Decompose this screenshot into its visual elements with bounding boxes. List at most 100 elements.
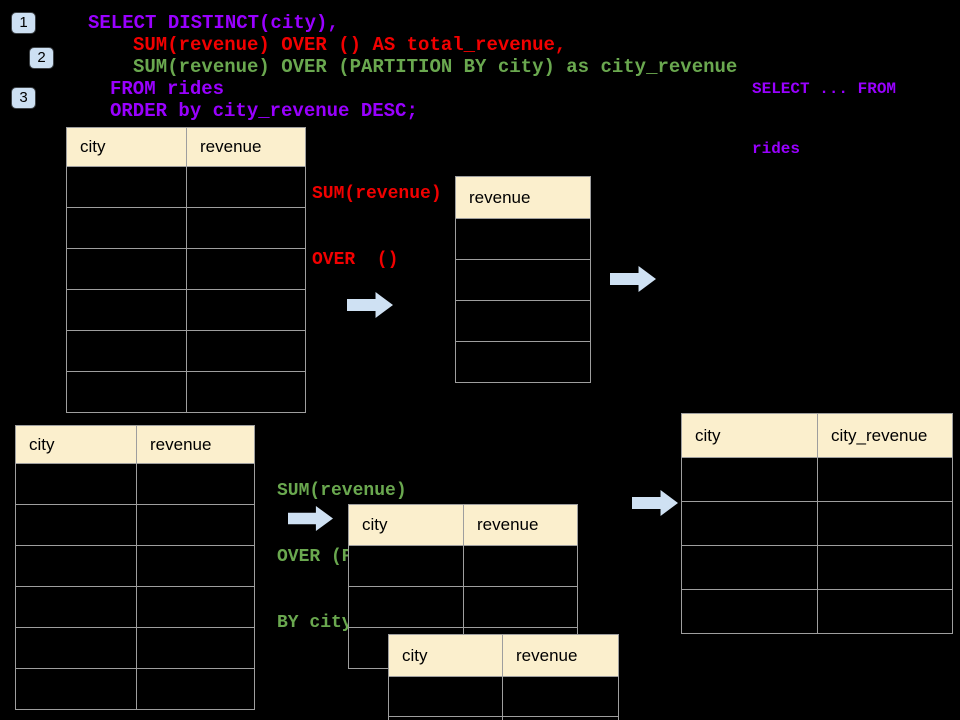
- table-header-row: city revenue: [348, 504, 578, 546]
- table-cell-empty: [186, 289, 306, 331]
- table-rides-source-total: city revenue: [66, 127, 306, 413]
- column-header-city: city: [348, 504, 464, 546]
- table-row: [15, 463, 255, 505]
- sql-line-order-by: ORDER by city_revenue DESC;: [110, 100, 418, 122]
- table-cell-empty: [681, 589, 818, 634]
- table-row: [15, 586, 255, 628]
- table-cell-empty: [15, 668, 137, 710]
- annotation-total-line-1: SUM(revenue): [312, 184, 442, 204]
- table-row: [455, 218, 591, 260]
- column-header-city-revenue: city_revenue: [817, 413, 953, 458]
- table-cell-empty: [455, 300, 591, 342]
- sql-line-select: SELECT DISTINCT(city),: [88, 12, 339, 34]
- table-row: [388, 716, 619, 720]
- table-cell-empty: [136, 504, 255, 546]
- column-header-revenue: revenue: [186, 127, 306, 167]
- table-row: [66, 371, 306, 413]
- table-row: [348, 545, 578, 587]
- side-note-line-2: rides: [752, 140, 801, 158]
- sql-line-from: FROM rides: [110, 78, 225, 100]
- table-cell-empty: [186, 248, 306, 290]
- table-cell-empty: [502, 716, 619, 720]
- step-badge-1: 1: [11, 12, 36, 34]
- table-row: [455, 341, 591, 383]
- table-cell-empty: [388, 716, 503, 720]
- table-cell-empty: [136, 463, 255, 505]
- table-cell-empty: [681, 457, 818, 502]
- table-cell-empty: [15, 586, 137, 628]
- column-header-city: city: [66, 127, 187, 167]
- column-header-city: city: [681, 413, 818, 458]
- table-cell-empty: [186, 371, 306, 413]
- table-row: [66, 166, 306, 208]
- table-cell-empty: [388, 676, 503, 717]
- table-cell-empty: [681, 501, 818, 546]
- table-row: [66, 289, 306, 331]
- table-cell-empty: [15, 504, 137, 546]
- table-row: [681, 589, 953, 634]
- table-header-row: city revenue: [388, 634, 619, 677]
- table-cell-empty: [15, 463, 137, 505]
- table-cell-empty: [455, 218, 591, 260]
- table-total-revenue-result: revenue: [455, 176, 591, 383]
- table-cell-empty: [817, 545, 953, 590]
- side-note-select-from-rides: SELECT ... FROM rides: [752, 39, 896, 199]
- annotation-partition-line-1: SUM(revenue): [277, 481, 407, 501]
- table-cell-empty: [463, 545, 578, 587]
- table-row: [66, 248, 306, 290]
- column-header-revenue: revenue: [455, 176, 591, 219]
- table-cell-empty: [136, 586, 255, 628]
- table-cell-empty: [186, 166, 306, 208]
- table-city-revenue-result: city city_revenue: [681, 413, 953, 634]
- table-row: [66, 207, 306, 249]
- table-row: [681, 457, 953, 502]
- table-cell-empty: [136, 668, 255, 710]
- table-cell-empty: [348, 545, 464, 587]
- table-row: [15, 668, 255, 710]
- table-cell-empty: [15, 545, 137, 587]
- annotation-total-line-2: OVER (): [312, 250, 399, 270]
- column-header-revenue: revenue: [502, 634, 619, 677]
- table-cell-empty: [681, 545, 818, 590]
- table-row: [66, 330, 306, 372]
- table-cell-empty: [817, 457, 953, 502]
- table-cell-empty: [455, 341, 591, 383]
- table-partition-group-overlay: city revenue: [388, 634, 619, 720]
- sql-line-sum-over-partition: SUM(revenue) OVER (PARTITION BY city) as…: [133, 56, 738, 78]
- table-cell-empty: [455, 259, 591, 301]
- table-cell-empty: [66, 248, 187, 290]
- table-cell-empty: [463, 586, 578, 628]
- table-cell-empty: [66, 330, 187, 372]
- table-cell-empty: [817, 501, 953, 546]
- table-cell-empty: [136, 627, 255, 669]
- arrow-right-icon: [632, 490, 678, 516]
- table-row: [15, 504, 255, 546]
- table-cell-empty: [15, 627, 137, 669]
- table-cell-empty: [66, 371, 187, 413]
- column-header-revenue: revenue: [463, 504, 578, 546]
- table-row: [388, 676, 619, 717]
- table-header-row: city revenue: [66, 127, 306, 167]
- table-cell-empty: [502, 676, 619, 717]
- annotation-total-revenue: SUM(revenue) OVER (): [312, 139, 442, 315]
- column-header-revenue: revenue: [136, 425, 255, 464]
- table-cell-empty: [348, 586, 464, 628]
- table-row: [681, 501, 953, 546]
- side-note-line-1: SELECT ... FROM: [752, 80, 897, 98]
- table-cell-empty: [66, 207, 187, 249]
- table-cell-empty: [186, 207, 306, 249]
- table-row: [348, 586, 578, 628]
- table-cell-empty: [817, 589, 953, 634]
- table-row: [681, 545, 953, 590]
- table-row: [15, 627, 255, 669]
- table-rides-source-partition: city revenue: [15, 425, 255, 710]
- step-badge-2: 2: [29, 47, 54, 69]
- arrow-right-icon: [610, 266, 656, 292]
- column-header-city: city: [15, 425, 137, 464]
- table-cell-empty: [66, 166, 187, 208]
- table-cell-empty: [66, 289, 187, 331]
- table-header-row: city revenue: [15, 425, 255, 464]
- table-cell-empty: [186, 330, 306, 372]
- table-header-row: revenue: [455, 176, 591, 219]
